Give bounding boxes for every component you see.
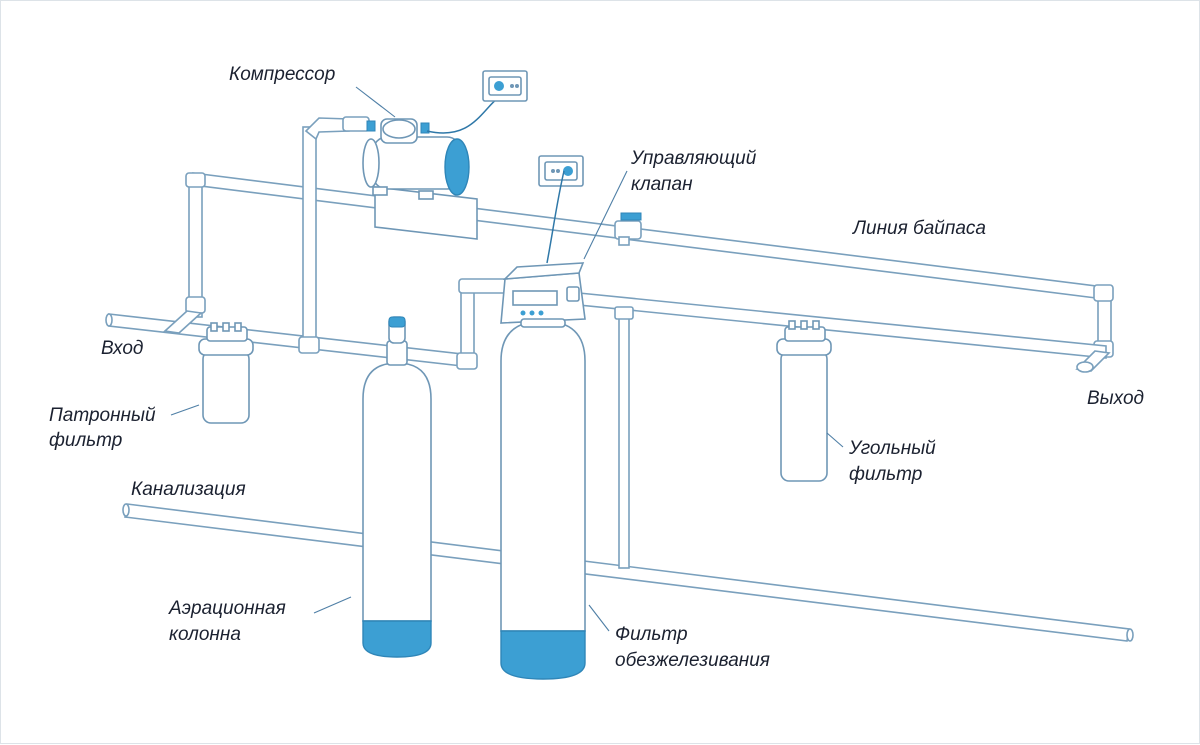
label-control-valve-line2: клапан <box>631 174 693 195</box>
main-pipe <box>105 278 1111 569</box>
label-aeration-column-line2: колонна <box>169 624 241 645</box>
compressor-pipe <box>298 116 370 354</box>
label-iron-filter-line2: обезжелезивания <box>615 650 770 671</box>
label-aeration-column-line1: Аэрационная <box>169 598 286 619</box>
control-valve <box>500 262 586 328</box>
aeration-column <box>362 316 432 658</box>
bypass-pipe <box>185 172 1114 358</box>
power-socket-icon <box>538 155 584 187</box>
carbon-filter <box>776 320 832 482</box>
label-iron-filter-line1: Фильтр <box>615 624 688 645</box>
label-carbon-filter-line1: Угольный <box>849 438 936 459</box>
label-outlet: Выход <box>1087 388 1145 409</box>
cartridge-filter <box>198 322 254 424</box>
label-control-valve-line1: Управляющий <box>631 148 757 169</box>
iron-removal-filter <box>500 320 586 680</box>
label-carbon-filter-line2: фильтр <box>849 464 923 485</box>
label-cartridge-filter-line2: фильтр <box>49 430 123 451</box>
valve-cable <box>546 170 565 264</box>
power-socket-icon <box>482 70 528 102</box>
label-compressor: Компрессор <box>229 64 336 85</box>
label-inlet: Вход <box>101 338 144 359</box>
label-sewer: Канализация <box>131 479 246 500</box>
label-bypass-line: Линия байпаса <box>853 218 986 239</box>
leader-lines <box>170 86 844 632</box>
label-cartridge-filter-line1: Патронный <box>49 405 156 426</box>
compressor <box>362 118 478 240</box>
bypass-valve <box>614 212 642 246</box>
